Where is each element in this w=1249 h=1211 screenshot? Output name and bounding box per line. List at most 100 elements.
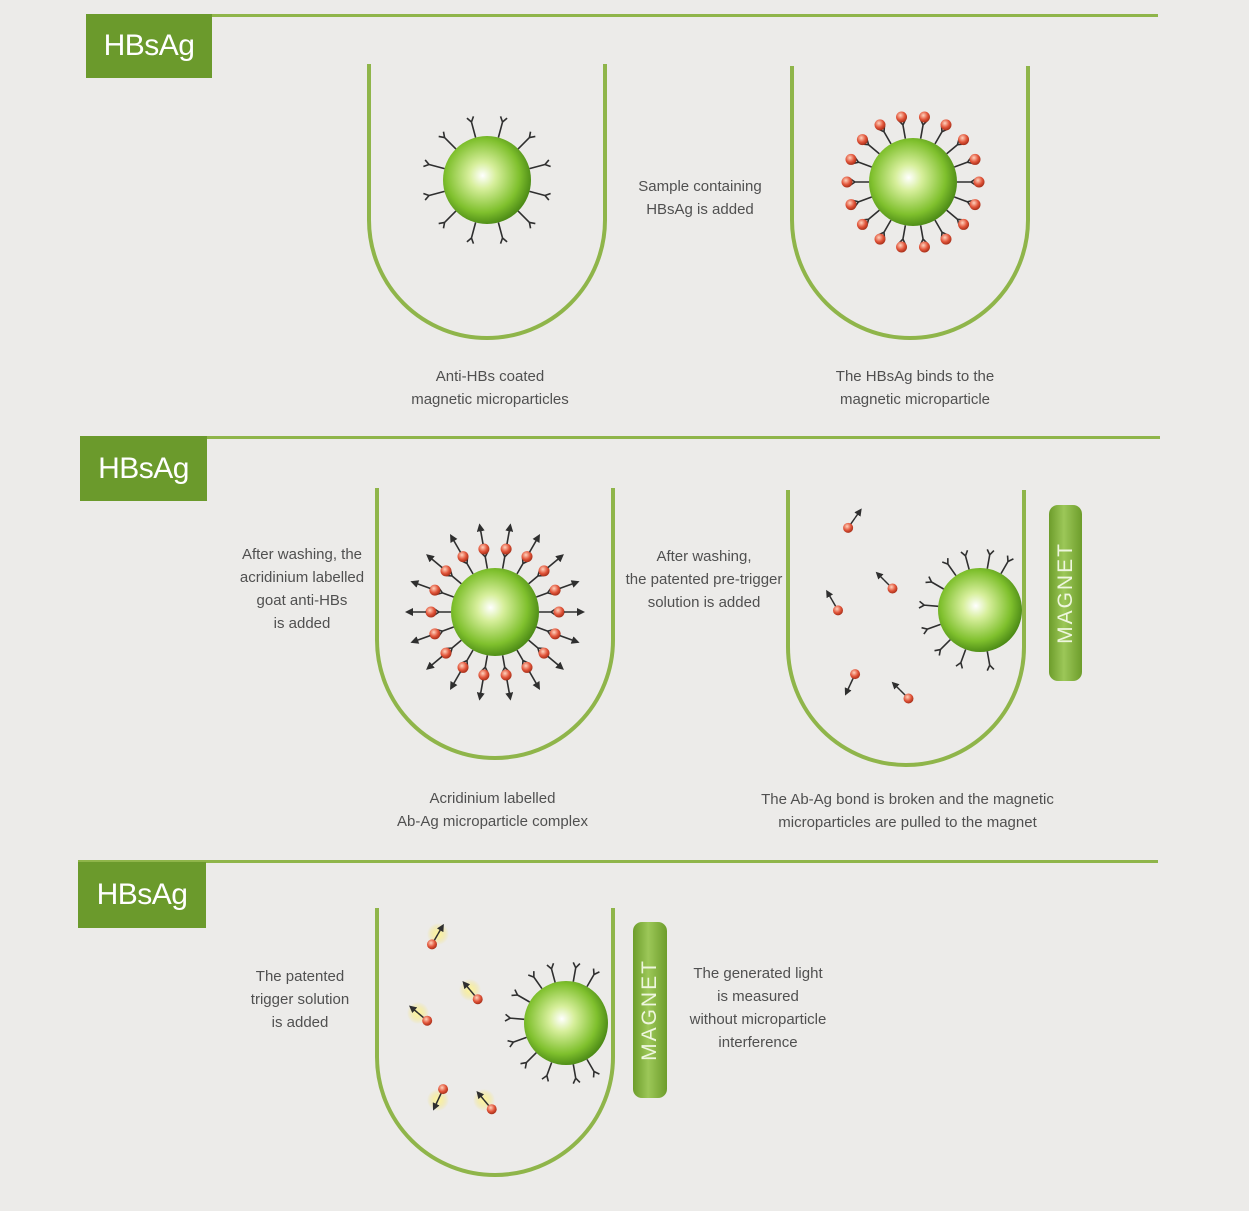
p3-free-3-antigen [422,1016,432,1026]
p1l-antibody-8 [467,116,476,137]
p1l-antibody-7 [439,132,456,149]
p1l-antibody-3 [467,223,476,244]
p1l-antibody-4 [439,211,456,228]
p2l-label-arrow-8 [414,636,430,642]
p1r-antigen-17 [970,154,981,165]
p2l-label-arrow-1 [560,636,576,642]
p2l-antigen-0 [554,607,565,618]
p1r-antigen-4 [919,241,930,252]
p1r-antigen-16 [958,134,969,145]
p1r-antigen-14 [919,112,930,123]
p1l-antibody-10 [518,132,535,149]
p2r-free-4-arrow [847,685,850,692]
p2r-free-5-antigen [903,693,913,703]
p2r-free-5-arrow [894,684,900,690]
p2l-antigen-17 [550,585,561,596]
p1r-antigen-11 [857,134,868,145]
p2r-free-3-antigen [833,605,843,615]
p3-antibody-0 [542,1062,552,1081]
p2r-antibody-2 [922,624,941,634]
p1r-antigen-7 [857,219,868,230]
p1r-antigen-5 [896,241,907,252]
p2l-antigen-13 [478,543,489,554]
p1r-antigen-13 [896,112,907,123]
p3-free-5-antigen [487,1104,497,1114]
p2l-antigen-12 [458,551,469,562]
p2l-antigen-5 [478,670,489,681]
p2l-label-arrow-7 [429,656,442,667]
p3-antibody-5 [528,971,542,988]
p2l-antibody-0 [539,609,556,616]
p2l-label-arrow-17 [560,583,576,589]
p2l-label-arrow-11 [429,557,442,568]
p3-antibody-8 [587,969,599,987]
panel-2-bead-right [938,568,1022,652]
p1r-antigen-10 [845,154,856,165]
p2r-free-3-arrow [828,593,832,600]
p2l-label-arrow-12 [452,538,461,553]
p1l-antibody-1 [518,211,535,228]
p1r-antigen-1 [970,199,981,210]
p2l-label-arrow-13 [480,527,483,544]
p2l-label-arrow-15 [530,538,539,553]
p1r-antigen-12 [875,119,886,130]
p3-antibody-7 [573,962,580,981]
p3-antibody-2 [508,1037,527,1047]
p1r-antigen-6 [875,234,886,245]
p2l-antigen-4 [501,670,512,681]
p1l-antibody-5 [423,191,444,200]
p2l-antigen-10 [429,585,440,596]
p1l-antibody-2 [498,223,507,244]
p1r-antigen-9 [842,177,853,188]
p2l-label-arrow-10 [414,583,430,589]
panel-1-bead-left [443,136,531,224]
p2r-free-2-antigen [887,583,897,593]
p3-antibody-4 [512,990,530,1002]
p2r-antibody-1 [935,640,951,656]
p2r-free-1-arrow [855,511,860,518]
p3-free-1-antigen [427,939,437,949]
p2r-antibody-8 [1001,556,1013,574]
p1r-antibody-9 [850,179,869,186]
p1r-antigen-2 [958,219,969,230]
p1l-antibody-11 [530,160,551,169]
p2r-antibody-4 [926,577,944,589]
p2r-antibody-3 [919,601,938,608]
p1r-antigen-0 [974,177,985,188]
p2l-label-arrow-3 [530,672,539,687]
p2l-antigen-15 [522,551,533,562]
p3-antibody-10 [587,1059,599,1077]
p1r-antigen-3 [941,234,952,245]
p2r-antibody-6 [961,550,969,569]
p2l-label-arrow-16 [548,557,561,568]
p2l-label-arrow-4 [507,680,510,697]
p2l-antigen-8 [429,628,440,639]
p2r-antibody-9 [987,651,994,670]
p1l-antibody-9 [498,116,507,137]
panel-1-bead-right [869,138,957,226]
panel-3-bead [524,981,608,1065]
p2l-label-arrow-5 [480,680,483,697]
p1l-antibody-6 [423,160,444,169]
p2l-antigen-14 [501,543,512,554]
p2r-antibody-5 [942,558,956,575]
p3-antibody-6 [547,963,555,982]
panel-2-bead-left [451,568,539,656]
p1r-antibody-0 [957,179,976,186]
p3-antibody-3 [505,1014,524,1021]
p2r-free-4-antigen [850,669,860,679]
p1r-antigen-8 [845,199,856,210]
p2l-antigen-9 [426,607,437,618]
p2r-antibody-7 [987,549,994,568]
p2l-label-arrow-6 [452,672,461,687]
p1l-antibody-0 [530,191,551,200]
p3-free-4-antigen [438,1084,448,1094]
p2l-antigen-1 [550,628,561,639]
p2r-antibody-0 [956,649,966,668]
p3-free-2-antigen [473,994,483,1004]
p2r-free-2-arrow [878,574,884,580]
p1r-antigen-15 [941,119,952,130]
p2l-label-arrow-14 [507,527,510,544]
